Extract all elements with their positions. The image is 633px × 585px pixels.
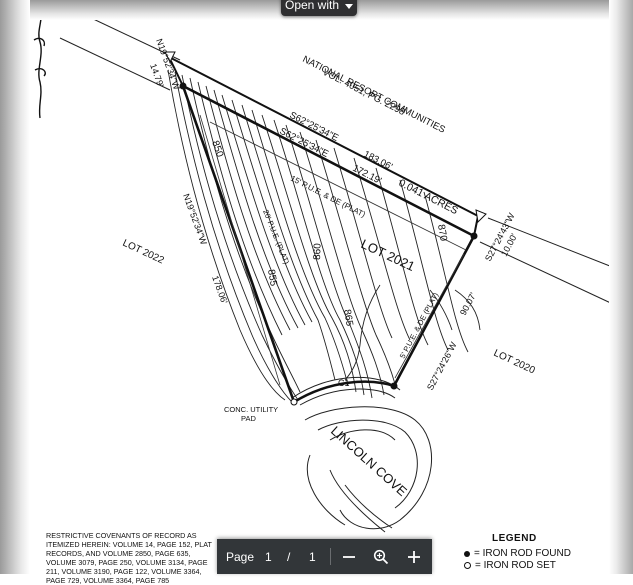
legend-item: = IRON ROD FOUND	[464, 548, 571, 559]
legend-title: LEGEND	[492, 533, 537, 544]
page-toolbar: Page 1 / 1	[217, 539, 432, 574]
ornament	[33, 7, 46, 119]
right-edge-shade	[609, 0, 633, 574]
lot-2020-label: LOT 2020	[492, 348, 537, 377]
contour-label-865: 865	[341, 309, 355, 328]
page-label: Page	[226, 550, 255, 564]
utility-pad-line-1: CONC. UTILITY	[224, 405, 278, 414]
caret-down-icon	[345, 3, 354, 9]
current-page-input[interactable]: 1	[265, 550, 272, 564]
iron-rods	[164, 51, 487, 406]
toolbar-divider	[330, 548, 331, 565]
open-with-button[interactable]: Open with	[281, 0, 357, 16]
bearing-east: S27°24'26"W	[425, 340, 459, 392]
left-edge-shade	[0, 0, 30, 574]
lot-2022-label: LOT 2022	[121, 238, 166, 267]
contour-label-855: 855	[265, 269, 279, 288]
legend-item-label: = IRON ROD FOUND	[474, 548, 571, 559]
open-with-label: Open with	[284, 0, 340, 12]
filled-dot-icon	[464, 550, 470, 557]
legend-item-label: = IRON ROD SET	[475, 560, 556, 571]
legend-item: = IRON ROD SET	[464, 560, 556, 571]
utility-pad-line-2: PAD	[241, 414, 256, 423]
minus-icon	[343, 556, 355, 558]
zoom-out-button[interactable]	[337, 545, 361, 569]
open-dot-icon	[464, 562, 471, 569]
total-pages: 1	[309, 550, 316, 564]
easement-lines	[199, 114, 467, 386]
zoom-in-button[interactable]	[402, 545, 426, 569]
page-separator: /	[287, 550, 291, 564]
plus-icon	[408, 551, 420, 563]
distance-nw-corner: 14.79'	[148, 62, 166, 88]
contour-label-870: 870	[435, 224, 449, 243]
covenants-note: RESTRICTIVE COVENANTS OF RECORD AS ITEMI…	[46, 531, 212, 585]
lot-2021-label: LOT 2021	[359, 236, 418, 274]
road-lines	[59, 7, 621, 306]
zoom-fit-button[interactable]	[369, 545, 393, 569]
owner-line-2: VOL. 4051, PG. 2298	[321, 67, 407, 118]
contour-label-850: 850	[209, 139, 225, 159]
distance-west: 178.06'	[210, 274, 229, 305]
magnifier-fit-icon	[373, 549, 389, 565]
curve-label: C1	[338, 378, 350, 388]
contour-label-860: 860	[312, 243, 324, 260]
